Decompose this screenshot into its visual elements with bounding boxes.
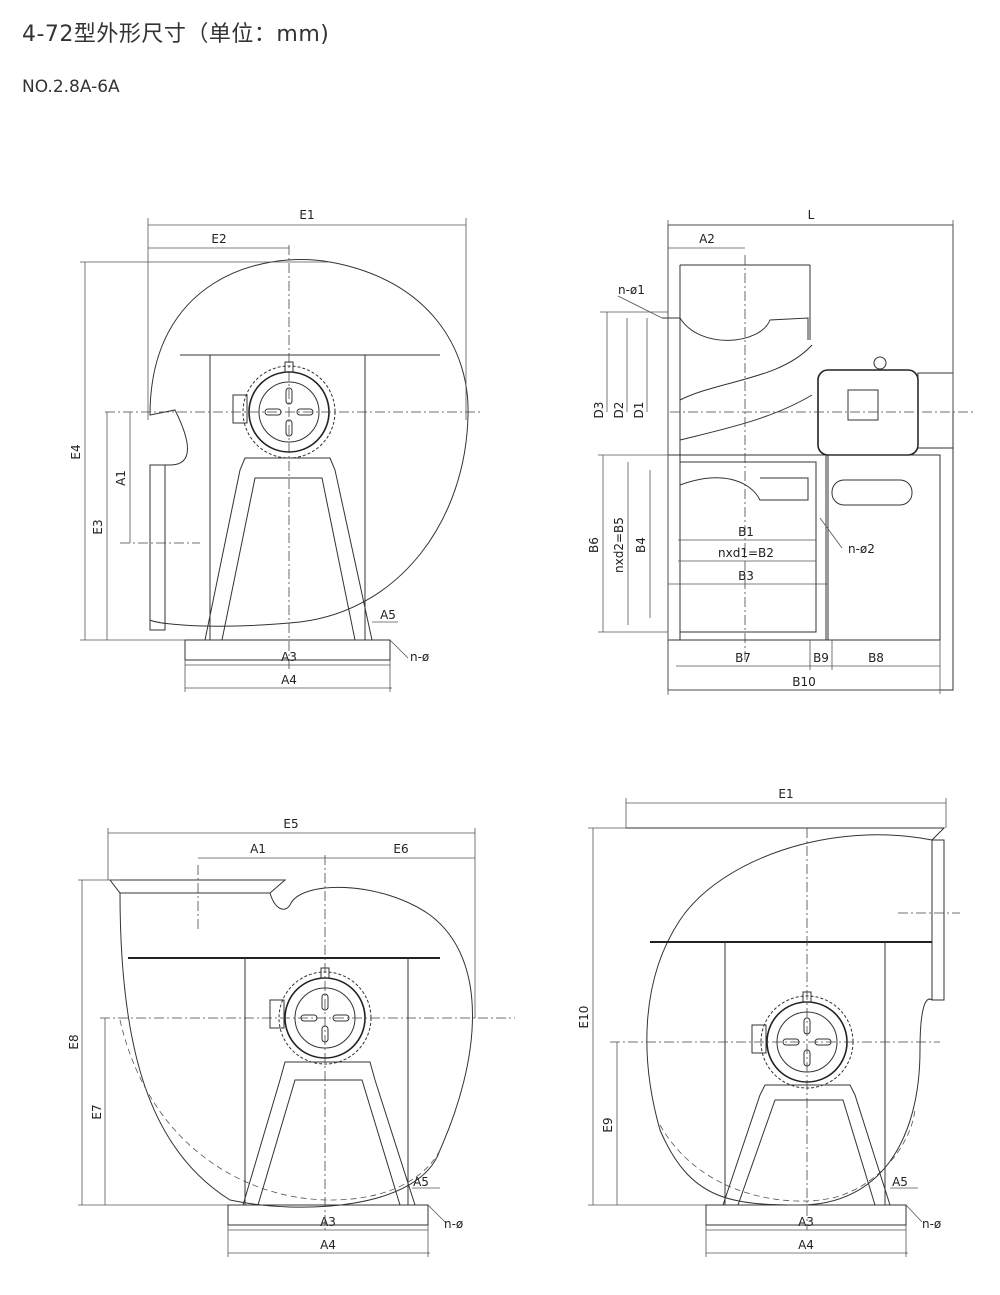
- side-view-top-right: [598, 220, 975, 695]
- label-a4: A4: [320, 1238, 336, 1252]
- base-plate: [705, 1204, 907, 1226]
- label-l: L: [808, 208, 815, 222]
- outlet-flange: [108, 879, 287, 894]
- label-a2: A2: [699, 232, 715, 246]
- label-e1: E1: [299, 208, 314, 222]
- label-d2: D2: [612, 402, 626, 419]
- label-b3: B3: [738, 569, 754, 583]
- label-a5: A5: [380, 608, 396, 622]
- label-a3: A3: [281, 650, 297, 664]
- front-view-bottom-left: [78, 828, 515, 1257]
- label-b8: B8: [868, 651, 884, 665]
- label-n-phi: n-ø: [444, 1217, 463, 1231]
- label-d1: D1: [632, 402, 646, 419]
- label-e6: E6: [393, 842, 408, 856]
- label-e4: E4: [69, 444, 83, 459]
- label-a3: A3: [798, 1215, 814, 1229]
- label-n-phi1: n-ø1: [618, 283, 645, 297]
- label-nxd2-b5: nxd2=B5: [612, 517, 626, 573]
- label-e1: E1: [778, 787, 793, 801]
- motor-body: [817, 369, 919, 456]
- front-view-bottom-right: [588, 798, 960, 1257]
- label-e3: E3: [91, 519, 105, 534]
- label-e5: E5: [283, 817, 298, 831]
- label-n-phi: n-ø: [922, 1217, 941, 1231]
- label-a1: A1: [114, 470, 128, 486]
- label-nxd1-b2: nxd1=B2: [718, 546, 774, 560]
- label-e2: E2: [211, 232, 226, 246]
- front-view-top-left: [80, 218, 480, 692]
- motor-stand: [204, 457, 373, 641]
- label-e7: E7: [90, 1104, 104, 1119]
- label-e9: E9: [601, 1117, 615, 1132]
- label-a4: A4: [281, 673, 297, 687]
- model-range-subtitle: NO.2.8A-6A: [22, 77, 120, 97]
- label-d3: D3: [592, 402, 606, 419]
- page-title: 4-72型外形尺寸（单位：mm): [22, 22, 330, 47]
- label-b6: B6: [587, 537, 601, 553]
- label-b10: B10: [792, 675, 816, 689]
- motor-stand: [722, 1084, 891, 1206]
- label-a3: A3: [320, 1215, 336, 1229]
- label-b9: B9: [813, 651, 829, 665]
- label-b1: B1: [738, 525, 754, 539]
- label-a5: A5: [892, 1175, 908, 1189]
- dimension-labels: E1 E2 E4 E3 A1 A5 n-ø A3 A4 L A2 n-ø1 D3…: [67, 208, 941, 1252]
- base-plate: [184, 639, 391, 661]
- label-a4: A4: [798, 1238, 814, 1252]
- label-b7: B7: [735, 651, 751, 665]
- label-n-phi: n-ø: [410, 650, 429, 664]
- label-b4: B4: [634, 537, 648, 553]
- base-plate: [227, 1204, 429, 1226]
- label-e10: E10: [577, 1006, 591, 1029]
- label-a1: A1: [250, 842, 266, 856]
- motor-stand: [242, 1061, 416, 1206]
- label-a5: A5: [413, 1175, 429, 1189]
- label-e8: E8: [67, 1034, 81, 1049]
- label-n-phi2: n-ø2: [848, 542, 875, 556]
